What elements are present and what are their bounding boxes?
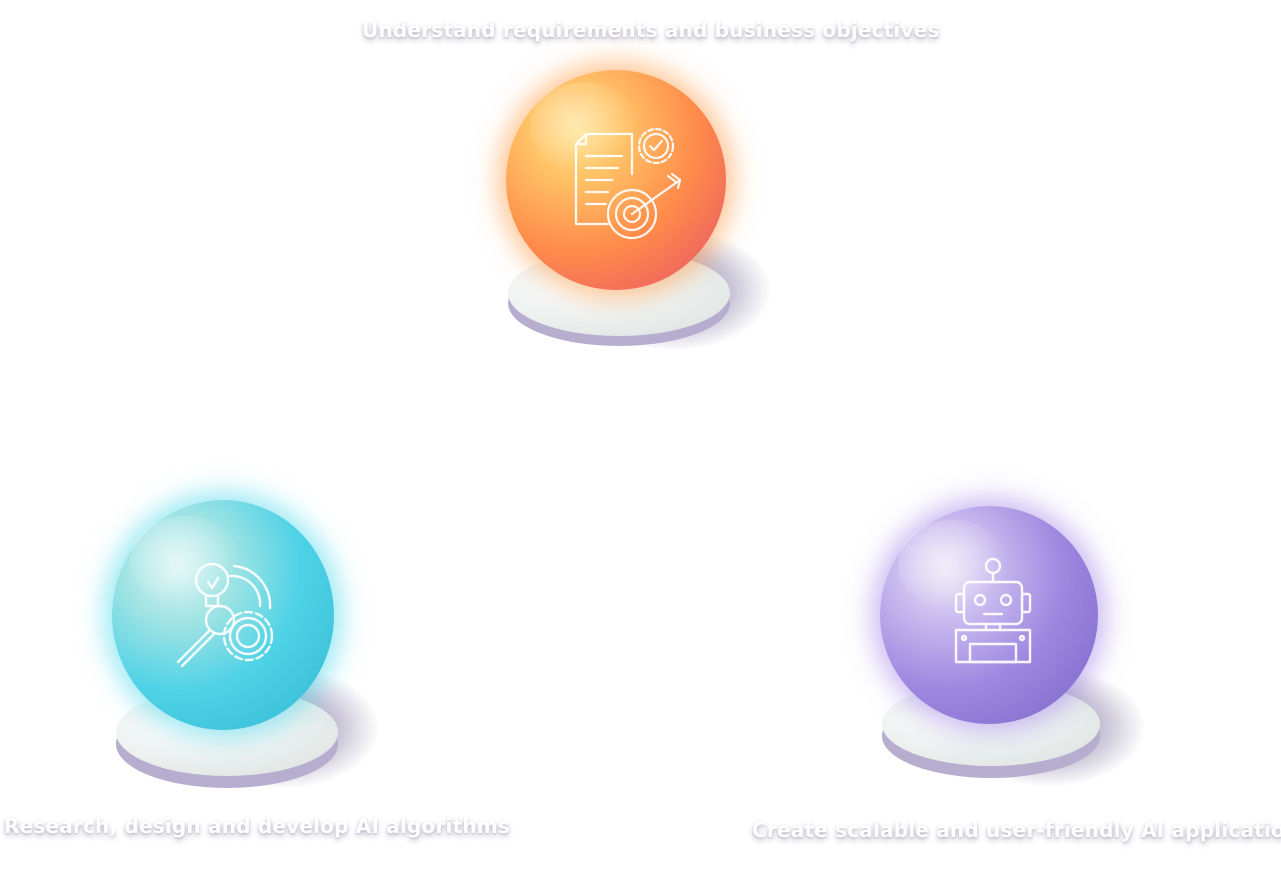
research-caption: Research, design and develop AI algorith… bbox=[4, 814, 510, 838]
requirements-caption: Understand requirements and business obj… bbox=[362, 18, 940, 42]
applications-node bbox=[862, 496, 1152, 796]
robot-icon bbox=[954, 557, 1032, 664]
lightbulb-magnifier-gear-icon bbox=[176, 562, 274, 668]
applications-caption: Create scalable and user-friendly AI app… bbox=[752, 818, 1281, 842]
document-target-gear-icon bbox=[574, 127, 682, 240]
research-node bbox=[96, 490, 386, 800]
requirements-node bbox=[490, 60, 770, 360]
cyan-sphere bbox=[112, 500, 334, 730]
orange-sphere bbox=[506, 70, 726, 290]
